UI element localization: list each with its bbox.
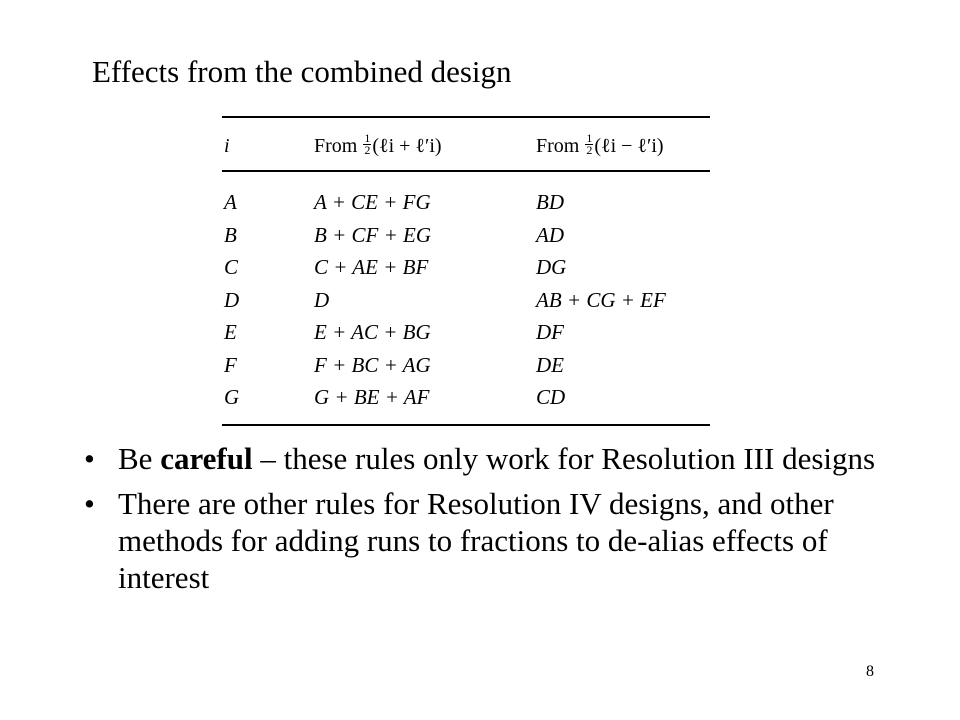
header-sum-expr: (ℓi + ℓ′i) xyxy=(372,135,442,157)
row-sum-alias: E + AC + BG xyxy=(314,320,431,344)
row-effect: B xyxy=(224,222,237,247)
header-diff-frac-num: 1 xyxy=(585,130,594,145)
table-row: A A + CE + FG BD xyxy=(222,186,710,219)
page-number: 8 xyxy=(866,663,874,680)
row-sum-alias: G + BE + AF xyxy=(314,385,430,409)
row-effect: D xyxy=(224,287,240,312)
bullet-text-after: – these rules only work for Resolution I… xyxy=(252,441,876,476)
row-diff-alias: AD xyxy=(536,222,564,247)
table-header-rule xyxy=(222,170,710,172)
row-diff-alias: BD xyxy=(536,190,564,214)
bullet-text: There are other rules for Resolution IV … xyxy=(118,486,834,595)
table-row: F F + BC + AG DE xyxy=(222,349,710,382)
bullet-text-bold: careful xyxy=(160,441,253,476)
table-bottom-rule xyxy=(222,423,710,426)
row-diff-alias: CD xyxy=(536,385,566,409)
bullet-list: • Be careful – these rules only work for… xyxy=(84,440,884,604)
slide-title: Effects from the combined design xyxy=(92,54,512,89)
row-diff-alias: DG xyxy=(536,255,567,279)
header-diff-prefix: From xyxy=(536,135,585,157)
header-diff-expr: (ℓi − ℓ′i) xyxy=(594,135,664,157)
bullet-item-careful: • Be careful – these rules only work for… xyxy=(84,440,884,477)
row-diff-alias: DF xyxy=(536,320,564,344)
header-diff-frac-den: 2 xyxy=(586,142,593,157)
row-effect: G xyxy=(224,385,240,409)
bullet-marker: • xyxy=(84,486,95,521)
row-sum-alias: C + AE + BF xyxy=(314,255,429,279)
row-sum-alias: D xyxy=(314,287,330,312)
header-sum-frac-den: 2 xyxy=(364,142,371,157)
row-diff-alias: DE xyxy=(536,352,564,377)
table-top-rule xyxy=(222,116,710,118)
table-row: G G + BE + AF CD xyxy=(222,381,710,414)
bullet-item-other-rules: • There are other rules for Resolution I… xyxy=(84,485,884,596)
table-row: C C + AE + BF DG xyxy=(222,251,710,284)
table-row: D D AB + CG + EF xyxy=(222,284,710,317)
table-row: B B + CF + EG AD xyxy=(222,219,710,252)
header-sum-prefix: From xyxy=(314,135,363,157)
table-row: E E + AC + BG DF xyxy=(222,316,710,349)
row-effect: C xyxy=(224,255,239,279)
row-effect: F xyxy=(224,352,237,377)
row-diff-alias: AB + CG + EF xyxy=(536,287,666,312)
header-i: i xyxy=(224,135,230,157)
bullet-text-before: Be xyxy=(118,441,161,476)
row-sum-alias: A + CE + FG xyxy=(314,190,431,214)
row-effect: E xyxy=(224,320,237,344)
row-sum-alias: B + CF + EG xyxy=(314,222,431,247)
row-effect: A xyxy=(224,190,237,214)
row-sum-alias: F + BC + AG xyxy=(314,352,431,377)
header-sum-frac-num: 1 xyxy=(363,130,372,145)
bullet-marker: • xyxy=(84,441,95,476)
